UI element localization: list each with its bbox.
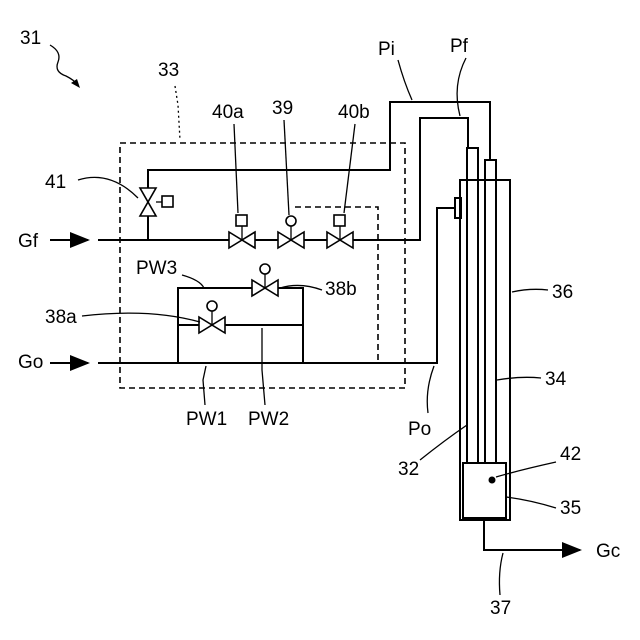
label-pw1: PW1: [186, 409, 227, 430]
reference-31-arrow: [50, 45, 78, 85]
label-pw3: PW3: [136, 258, 177, 279]
label-31: 31: [20, 28, 41, 49]
valve-40a: [229, 215, 255, 248]
label-41: 41: [45, 172, 66, 193]
valve-39: [278, 216, 304, 248]
leader-41: [78, 177, 138, 198]
pilot-gas-line-pi: [148, 102, 490, 240]
valve-38b: [252, 264, 278, 296]
inner-tube-32: [467, 148, 478, 463]
valve-40b: [327, 215, 353, 248]
label-32: 32: [398, 459, 419, 480]
leader-37: [499, 553, 503, 595]
label-40a: 40a: [212, 102, 244, 123]
leader-40a: [234, 124, 238, 213]
label-pi: Pi: [378, 39, 395, 60]
label-39: 39: [272, 98, 293, 119]
leader-39: [284, 120, 289, 215]
label-go: Go: [18, 352, 43, 373]
leader-pw3: [182, 275, 204, 288]
leader-40b: [344, 124, 355, 213]
leader-pw2: [262, 328, 265, 405]
label-pf: Pf: [450, 36, 469, 57]
label-37: 37: [490, 598, 511, 619]
valve-38a: [199, 301, 225, 333]
valve-41: [140, 188, 173, 216]
label-38a: 38a: [45, 307, 77, 328]
label-35: 35: [560, 498, 581, 519]
outlet-pipe-37: [484, 520, 560, 550]
label-40b: 40b: [338, 102, 370, 123]
label-gc: Gc: [596, 541, 620, 562]
label-38b: 38b: [325, 279, 357, 300]
label-po: Po: [408, 419, 431, 440]
leader-34: [497, 377, 541, 380]
leader-33: [175, 86, 180, 140]
label-33: 33: [158, 60, 179, 81]
leader-36: [512, 289, 548, 292]
label-pw2: PW2: [248, 409, 289, 430]
fuel-gas-line: [98, 118, 468, 240]
leader-pi: [398, 60, 412, 100]
leader-38a: [82, 313, 200, 322]
leader-po: [427, 366, 434, 413]
sensor-42: [489, 477, 496, 484]
leader-35: [506, 497, 556, 508]
leader-pf: [457, 58, 466, 116]
inner-tube-34: [485, 160, 496, 463]
leader-pw1: [203, 366, 206, 405]
oxygen-inlet-port: [455, 198, 461, 218]
label-34: 34: [545, 369, 567, 390]
label-42: 42: [560, 444, 581, 465]
label-gf: Gf: [18, 231, 39, 252]
label-36: 36: [552, 282, 573, 303]
chamber-35: [463, 463, 506, 518]
